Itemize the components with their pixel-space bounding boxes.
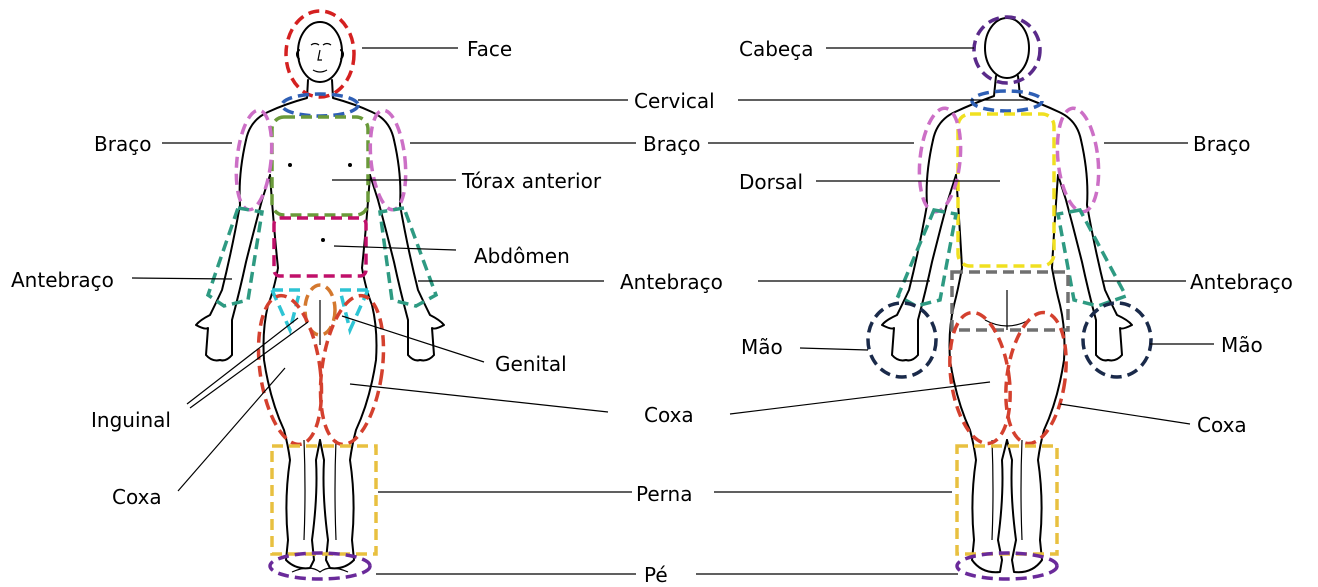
zone-pe-back <box>957 553 1057 579</box>
label-coxa-back-right: Coxa <box>1197 415 1247 435</box>
label-abdomen: Abdômen <box>474 246 570 266</box>
label-coxa-center: Coxa <box>644 405 694 425</box>
label-perna: Perna <box>636 484 692 504</box>
label-pe: Pé <box>644 565 668 585</box>
front-leader-lines <box>132 48 636 574</box>
zone-antebraco-left <box>208 208 262 306</box>
label-inguinal: Inguinal <box>91 410 171 430</box>
label-braco-back-right: Braço <box>1193 134 1250 154</box>
label-genital: Genital <box>495 354 567 374</box>
label-cervical: Cervical <box>634 91 715 111</box>
zone-antebraco-back-right <box>1058 210 1126 306</box>
zone-coxa-front-right <box>312 292 392 449</box>
label-braco-front-left: Braço <box>94 134 151 154</box>
label-cabeca: Cabeça <box>739 39 813 59</box>
zone-antebraco-right <box>380 208 436 306</box>
zone-dorsal <box>958 114 1054 266</box>
label-dorsal: Dorsal <box>739 172 803 192</box>
zone-antebraco-back-left <box>898 210 956 306</box>
label-face: Face <box>467 39 512 59</box>
label-torax-anterior: Tórax anterior <box>462 171 601 191</box>
label-mao-right: Mão <box>1221 335 1263 355</box>
label-antebraco-back-right: Antebraço <box>1190 272 1293 292</box>
front-figure <box>196 22 444 572</box>
zone-gluteo <box>952 272 1068 330</box>
label-antebraco-front-left: Antebraço <box>11 270 114 290</box>
label-antebraco-front-right: Antebraço <box>620 272 723 292</box>
zone-mao-left <box>868 303 936 377</box>
label-mao-left: Mão <box>741 337 783 357</box>
label-braco-front-right: Braço <box>643 134 700 154</box>
zone-pe-front <box>270 553 370 579</box>
zone-cabeca <box>974 17 1040 83</box>
zone-torax <box>272 117 368 215</box>
label-coxa-front-left: Coxa <box>112 487 162 507</box>
zone-coxa-front-left <box>250 292 330 449</box>
zone-braco-back-right <box>1053 106 1104 214</box>
back-figure <box>882 18 1132 572</box>
